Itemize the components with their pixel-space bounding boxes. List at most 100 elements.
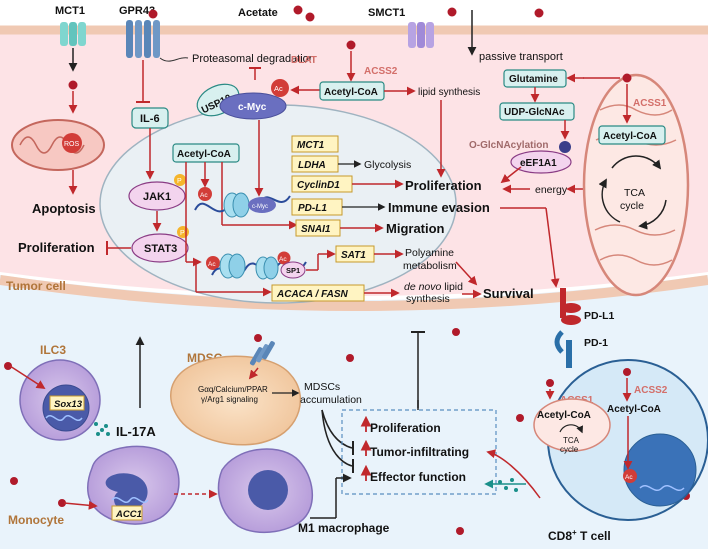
sox13-gene-box [49,395,85,411]
ac-mark [277,251,291,265]
smct1-transporter [408,22,434,48]
il17a-secretion-dots [94,422,110,436]
tumor-membrane-bottom [0,275,708,311]
sox13-label: Sox13 [54,399,83,410]
energy-label: energy [535,184,568,196]
ilc3-title: ILC3 [40,343,66,357]
cd8-label: CD8+ T cell [548,528,611,543]
tca-cycle-arrows [598,155,667,230]
nucleosome [223,192,250,218]
mct1-gene-label: MCT1 [297,140,325,151]
dlat-label: DLAT [291,55,317,66]
oglcnac-label: O-GlcNAcylation [469,140,548,151]
cmyc-oval [219,92,287,120]
apoptosis-label: Apoptosis [32,201,96,216]
acetate-molecule [254,334,262,342]
mitochondrion-left [11,119,105,171]
cd8-tca-arrow [559,424,583,434]
cd8-tca-label: TCA [563,436,580,445]
metabolism-label: metabolism [403,260,457,272]
accum-line-1 [321,409,353,449]
cmyc-label: c-Myc [238,102,267,113]
acetate-molecule [58,499,66,507]
glycolysis-label: Glycolysis [364,159,411,171]
immune-evasion-label: Immune evasion [388,200,490,215]
cd8-acetylcoa1-label: Acetyl-CoA [537,410,591,421]
ac-mark [271,79,289,97]
ac-label: Ac [200,192,208,199]
acetate-molecule [447,7,457,17]
pdl1-receptor [560,288,581,325]
cmyc-small-label: c-Myc [252,204,268,210]
smct1-label: SMCT1 [368,7,405,19]
immune-evasion-to-pdl1-arrow [545,207,560,288]
cd8-nucleus [623,433,697,507]
ilc3-dna [45,415,83,421]
mct1-transporter [60,22,86,46]
cd8-secretion-dots [498,478,518,492]
denovo-label: de novo lipid [404,281,463,293]
acss2-label: ACSS2 [364,66,398,77]
udp-box [499,102,575,121]
acetate-molecule [456,527,464,535]
stat3-oval [131,233,189,263]
acetate-molecule [68,80,78,90]
ac-mark [623,469,637,483]
acc1-gene-box [111,505,143,521]
jak1-label: JAK1 [143,191,171,203]
acetate-molecule [534,8,544,18]
pdl1-label: PD-L1 [584,310,614,322]
monocyte-nucleus [105,473,148,511]
mdscs-label: MDSCs [304,381,340,393]
ilc3-in-arrow [9,365,46,389]
mito-acetylcoa-label: Acetyl-CoA [603,131,657,142]
synthesis-label: synthesis [406,293,450,305]
mdsc-cell [170,355,301,446]
glutamine-label: Glutamine [509,74,558,85]
cd8-acetylcoa2-label: Acetyl-CoA [607,404,661,415]
mct1-label: MCT1 [55,5,85,17]
proliferation-center-label: Proliferation [405,178,482,193]
ac-label: Ac [274,84,283,93]
sp1-oval [280,261,306,279]
acetate-molecule [4,362,12,370]
p-label: P [180,230,185,237]
jak1-oval [128,181,186,211]
monocyte-in-arrow [63,500,98,510]
cd8-rest: T cell [577,529,611,543]
effector-label: Effector function [370,470,466,484]
ac-mark [198,187,212,201]
ros-label: ROS [64,141,80,148]
il17a-label: IL-17A [116,424,156,439]
gaq-label-2: γ/Arg1 signaling [201,395,258,404]
cd8-to-infiltrating-arrow [486,449,541,499]
acetate-molecule [10,477,18,485]
acetate-molecule [546,379,554,387]
monocyte-title: Monocyte [8,513,64,527]
oglcnac-mark [559,141,571,153]
monocyte-dna [111,497,149,503]
ros-blob [62,133,82,153]
accum-line-2 [321,409,353,467]
ac-label: Ac [279,256,287,263]
acetate-label: Acetate [238,7,278,19]
mct1-gene-box [291,135,339,153]
polyamine-label: Polyamine [405,247,454,259]
il6-label: IL-6 [140,113,160,125]
cd8-sup: + [572,528,577,537]
eef1a1-label: eEF1A1 [520,158,557,169]
acetylcoa-top-label: Acetyl-CoA [324,87,378,98]
infiltrating-label: Tumor-infiltrating [370,445,469,459]
acetate-molecule [148,9,158,19]
ac-mark [206,256,220,270]
acetate-molecule [623,368,631,376]
acetate-molecule [346,40,356,50]
cd8-dna [639,485,685,491]
p-label: P [177,178,182,185]
pd1-label: PD-1 [584,337,608,349]
snai1-gene-label: SNAI1 [301,224,331,235]
gpr43-label: GPR43 [119,5,155,17]
cd8-cycle-label: cycle [560,445,579,454]
pdl1-gene-label: PD-L1 [298,203,327,214]
